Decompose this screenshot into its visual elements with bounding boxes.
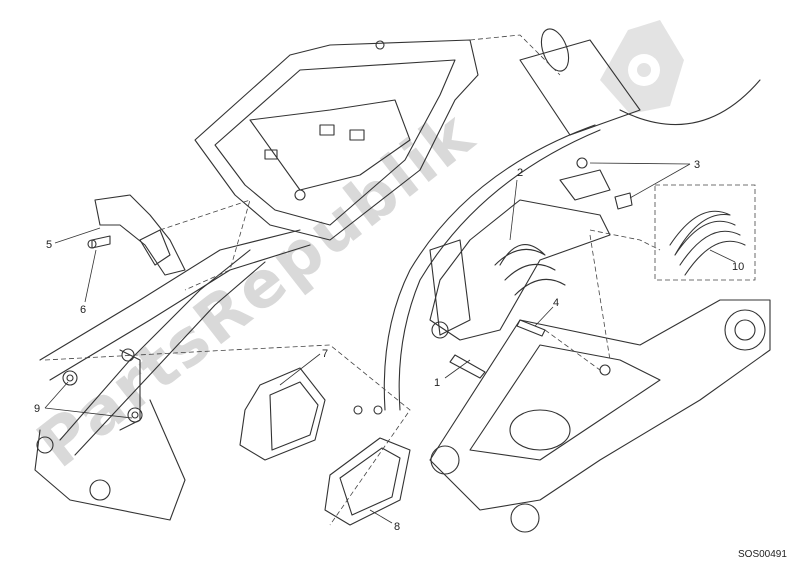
callout-5: 5 [46,239,52,251]
bracket-part-5 [94,194,186,276]
callout-3: 3 [694,159,700,171]
swingarm [429,299,771,533]
callout-8: 8 [394,521,400,533]
watermark-text: PartsRepublik [24,97,488,482]
watermark-gear-icon [600,20,684,114]
screw-part-6 [87,235,111,249]
drawing-code: SOS00491 [738,549,787,560]
shock-absorber-part-2 [353,28,761,415]
rear-subframe [194,39,479,241]
watermark: PartsRepublik [24,20,684,483]
callout-10: 10 [732,261,744,273]
spring-part-10 [654,184,756,281]
frame-tubes [34,229,311,521]
callout-2: 2 [517,167,523,179]
leader-lines [44,162,736,524]
washers-part-9 [62,370,143,423]
fixings-part-3 [576,157,633,210]
control-unit-part-7 [239,367,326,461]
callout-9: 9 [34,403,40,415]
assembly-guides [44,34,661,526]
bolt-part-1 [449,354,486,379]
callout-1: 1 [434,377,440,389]
callout-labels: 1 2 3 4 5 6 7 8 9 10 [34,159,744,533]
callout-7: 7 [322,348,328,360]
ecu-part-8 [324,437,411,526]
callout-4: 4 [553,297,559,309]
callout-6: 6 [80,304,86,316]
